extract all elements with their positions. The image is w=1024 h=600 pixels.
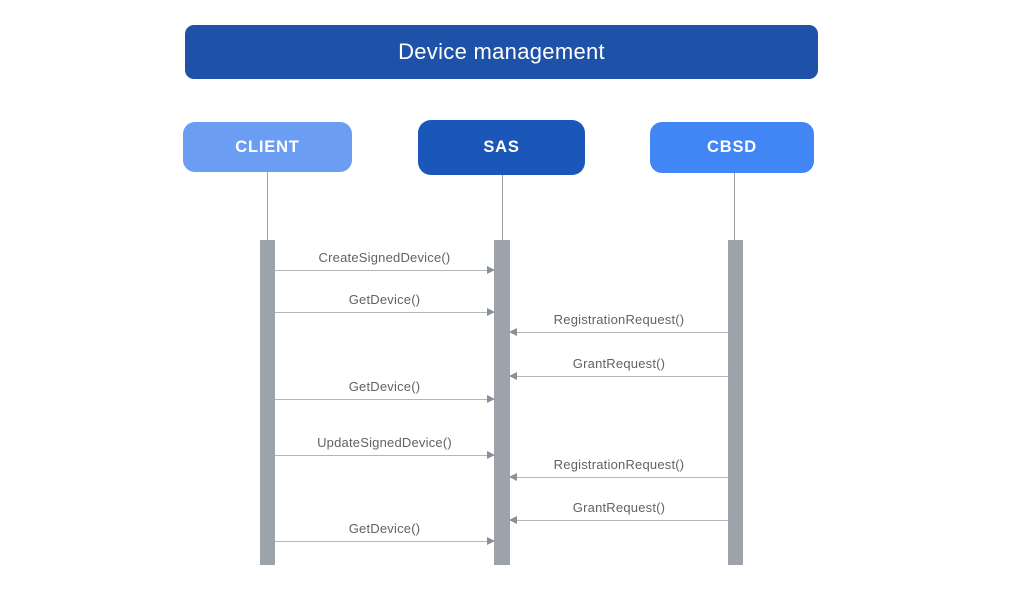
message-arrow [275, 266, 495, 274]
diagram-title: Device management [185, 25, 818, 79]
arrow-head-left-icon [509, 328, 517, 336]
arrow-head-right-icon [487, 537, 495, 545]
message-arrow [275, 308, 495, 316]
message-registration-request-2: RegistrationRequest() [509, 457, 728, 481]
message-label: CreateSignedDevice() [318, 250, 451, 265]
message-label: UpdateSignedDevice() [317, 435, 452, 450]
arrow-head-right-icon [487, 395, 495, 403]
message-arrow [275, 537, 495, 545]
activation-bar-client [260, 240, 275, 565]
arrow-head-left-icon [509, 473, 517, 481]
activation-bar-sas [494, 240, 510, 565]
arrow-head-left-icon [509, 372, 517, 380]
lifeline-client [267, 172, 268, 240]
actor-label-sas: SAS [483, 138, 520, 156]
message-label: GrantRequest() [572, 500, 666, 515]
actor-box-client: CLIENT [183, 122, 352, 172]
actor-label-cbsd: CBSD [707, 138, 757, 156]
message-create-signed-device: CreateSignedDevice() [275, 250, 495, 274]
arrow-head-right-icon [487, 451, 495, 459]
actor-box-sas: SAS [418, 120, 585, 175]
message-arrow [275, 451, 495, 459]
arrow-head-left-icon [509, 516, 517, 524]
message-grant-request-2: GrantRequest() [509, 500, 728, 524]
actor-box-cbsd: CBSD [650, 122, 814, 173]
message-label: RegistrationRequest() [553, 457, 685, 472]
message-get-device-2: GetDevice() [275, 379, 495, 403]
arrow-head-right-icon [487, 266, 495, 274]
message-arrow [509, 473, 728, 481]
message-get-device-3: GetDevice() [275, 521, 495, 545]
message-label: GetDevice() [348, 292, 421, 307]
diagram-title-label: Device management [398, 39, 605, 64]
message-label: GrantRequest() [572, 356, 666, 371]
message-arrow [509, 516, 728, 524]
message-label: GetDevice() [348, 379, 421, 394]
message-arrow [275, 395, 495, 403]
message-update-signed-device: UpdateSignedDevice() [275, 435, 495, 459]
message-arrow [509, 372, 728, 380]
actor-label-client: CLIENT [235, 137, 300, 156]
lifeline-sas [502, 175, 503, 240]
message-label: GetDevice() [348, 521, 421, 536]
message-grant-request-1: GrantRequest() [509, 356, 728, 380]
lifeline-cbsd [734, 173, 735, 240]
message-get-device-1: GetDevice() [275, 292, 495, 316]
message-registration-request-1: RegistrationRequest() [509, 312, 728, 336]
arrow-head-right-icon [487, 308, 495, 316]
activation-bar-cbsd [728, 240, 743, 565]
message-label: RegistrationRequest() [553, 312, 685, 327]
message-arrow [509, 328, 728, 336]
